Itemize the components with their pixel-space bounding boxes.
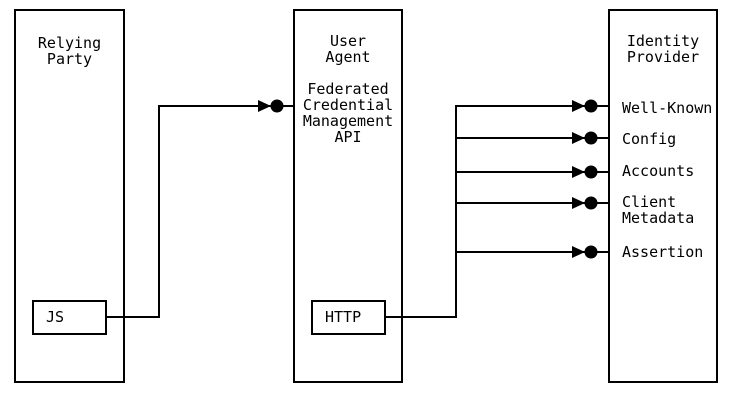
connector-dot-assertion — [584, 245, 598, 259]
user-agent-title: User Agent Federated Credential Manageme… — [302, 32, 394, 146]
http-box: HTTP — [311, 300, 386, 335]
identity-provider-box: Identity Provider Well-Known Config Acco… — [608, 9, 718, 383]
endpoint-label-config: Config — [622, 130, 677, 148]
http-label: HTTP — [325, 308, 362, 326]
endpoint-label-assertion: Assertion — [622, 243, 704, 261]
arrowhead-well-known — [572, 100, 585, 112]
connector-dot-accounts — [584, 165, 598, 179]
relying-party-title: Relying Party — [37, 34, 102, 68]
http-to-idp-trunk-connector — [385, 105, 608, 318]
endpoint-label-well-known: Well-Known — [622, 99, 713, 117]
js-box: JS — [32, 300, 107, 335]
relying-party-box: Relying Party JS — [14, 9, 125, 383]
js-label: JS — [46, 308, 65, 326]
arrowhead-client-metadata — [572, 197, 585, 209]
endpoint-label-client-metadata: Client Metadata — [622, 193, 695, 227]
connector-dot-config — [584, 131, 598, 145]
connector-dot-user-agent — [270, 99, 284, 113]
js-to-user-agent-connector — [106, 105, 293, 318]
identity-provider-title: Identity Provider — [626, 32, 700, 66]
arrowhead-assertion — [572, 246, 585, 258]
endpoint-label-accounts: Accounts — [622, 162, 695, 180]
arrowhead-user-agent — [258, 100, 271, 112]
user-agent-box: User Agent Federated Credential Manageme… — [293, 9, 403, 383]
connector-dot-well-known — [584, 99, 598, 113]
arrowhead-accounts — [572, 166, 585, 178]
arrowhead-config — [572, 132, 585, 144]
connector-dot-client-metadata — [584, 196, 598, 210]
